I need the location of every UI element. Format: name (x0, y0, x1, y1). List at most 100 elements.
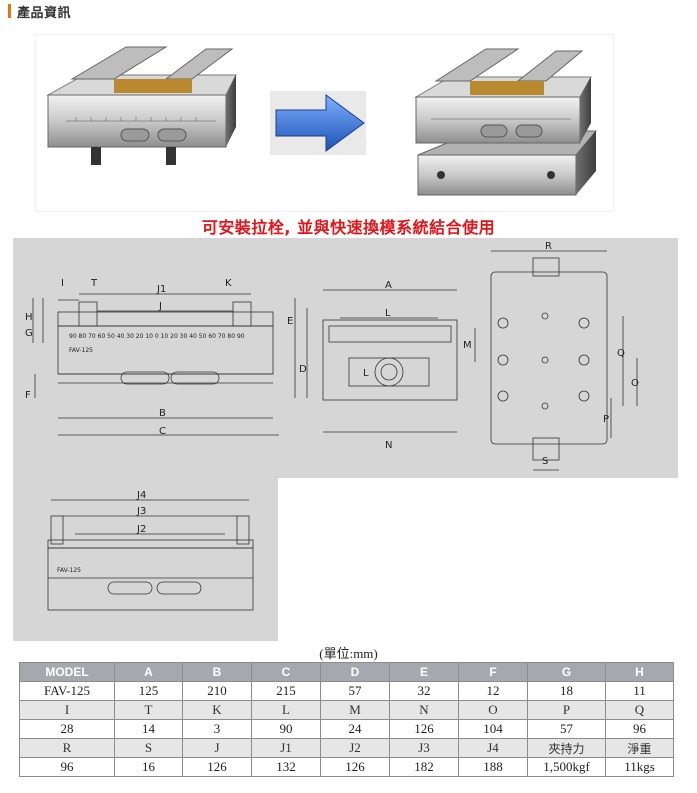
spec-label-cell: J4 (458, 738, 528, 758)
spec-value-cell: 96 (19, 757, 115, 777)
unit-note: (單位:mm) (319, 646, 378, 661)
spec-label-cell: 淨重 (605, 738, 674, 758)
spec-label-cell: J3 (389, 738, 459, 758)
dim-label-I: I (61, 278, 64, 289)
spec-value-cell: 28 (19, 719, 115, 739)
model-mark-front: FAV-125 (69, 347, 93, 354)
spec-label-cell: I (19, 700, 115, 720)
spec-value-cell: 126 (389, 719, 459, 739)
arrow-icon (270, 91, 366, 155)
spec-label-cell: P (527, 700, 606, 720)
spec-value-cell: 1,500kgf (527, 757, 606, 777)
dim-label-P: P (603, 414, 609, 425)
spec-value-cell: 126 (320, 757, 390, 777)
spec-value-cell: 3 (182, 719, 252, 739)
spec-value-cell: 57 (320, 681, 390, 701)
dim-label-O: O (631, 378, 639, 389)
spec-label-cell: J (182, 738, 252, 758)
dim-label-J: J (158, 301, 162, 312)
dim-label-C: C (159, 426, 166, 437)
dimension-drawing-panel: I T K J1 J G H E D F B C FAV-125 90 80 7… (13, 238, 678, 478)
dim-label-K: K (225, 278, 232, 289)
spec-label-cell: MODEL (19, 662, 115, 682)
spec-value-cell: 16 (114, 757, 183, 777)
spec-value-cell: 96 (605, 719, 674, 739)
spec-label-cell: S (114, 738, 183, 758)
header-accent-bar (8, 4, 11, 18)
spec-label-cell: O (458, 700, 528, 720)
spec-label-cell: C (251, 662, 321, 682)
spec-label-cell: A (114, 662, 183, 682)
section-header: 產品資訊 (8, 3, 72, 21)
spec-label-cell: G (527, 662, 606, 682)
dim-label-J3: J3 (136, 506, 146, 517)
spec-value-cell: 215 (251, 681, 321, 701)
dim-label-J2: J2 (136, 524, 146, 535)
spec-value-cell: 210 (182, 681, 252, 701)
dim-label-D: D (299, 364, 307, 375)
model-mark-jaw: FAV-125 (57, 567, 81, 574)
dimension-drawing: I T K J1 J G H E D F B C FAV-125 90 80 7… (25, 241, 639, 471)
product-photo-panel (35, 34, 614, 212)
spec-value-cell: FAV-125 (19, 681, 115, 701)
product-photos (46, 46, 598, 196)
spec-label-cell: L (251, 700, 321, 720)
spec-value-cell: 182 (389, 757, 459, 777)
spec-value-cell: 12 (458, 681, 528, 701)
spec-label-cell: K (182, 700, 252, 720)
dim-label-N: N (385, 440, 392, 451)
spec-value-cell: 90 (251, 719, 321, 739)
side-view-body (322, 319, 458, 401)
spec-value-cell: 188 (458, 757, 528, 777)
feature-caption: 可安裝拉栓, 並與快速換模系統結合使用 (201, 218, 496, 237)
dim-label-H: H (25, 312, 33, 323)
spec-label-cell: R (19, 738, 115, 758)
dim-label-T: T (90, 278, 98, 289)
spec-label-cell: J2 (320, 738, 390, 758)
spec-label-cell: B (182, 662, 252, 682)
dim-label-L: L (385, 308, 391, 319)
spec-label-cell: D (320, 662, 390, 682)
spec-value-cell: 24 (320, 719, 390, 739)
dim-label-J4: J4 (136, 490, 146, 501)
spec-value-cell: 32 (389, 681, 459, 701)
spec-value-cell: 125 (114, 681, 183, 701)
jaw-drawing-panel: J4 J3 J2 FAV-125 (13, 478, 278, 641)
jaw-drawing: J4 J3 J2 FAV-125 (47, 490, 254, 611)
section-title: 產品資訊 (17, 5, 72, 21)
spec-value-cell: 126 (182, 757, 252, 777)
spec-label-cell: M (320, 700, 390, 720)
spec-value-cell: 132 (251, 757, 321, 777)
dim-label-J1: J1 (156, 284, 166, 295)
spec-label-cell: Q (605, 700, 674, 720)
dim-label-A: A (385, 280, 392, 291)
spec-value-cell: 57 (527, 719, 606, 739)
spec-label-cell: H (605, 662, 674, 682)
spec-label-cell: E (389, 662, 459, 682)
dim-label-G: G (25, 328, 33, 339)
dim-label-F: F (25, 390, 31, 401)
jaw-view-body (47, 547, 254, 611)
vise-photo-left (46, 46, 237, 165)
dim-label-B: B (159, 408, 166, 419)
spec-value-cell: 14 (114, 719, 183, 739)
dim-label-S: S (542, 456, 548, 467)
vise-photo-right (414, 48, 598, 196)
top-view-body (490, 271, 608, 445)
spec-label-cell: N (389, 700, 459, 720)
spec-label-cell: F (458, 662, 528, 682)
scale-mark-front: 90 80 70 60 50 40 30 20 10 0 10 20 30 40… (69, 333, 245, 340)
dim-label-M: M (463, 340, 472, 351)
spec-value-cell: 104 (458, 719, 528, 739)
dim-label-R: R (545, 241, 552, 252)
spec-value-cell: 18 (527, 681, 606, 701)
spec-label-cell: 夾持力 (527, 738, 606, 758)
dim-label-E: E (287, 316, 293, 327)
